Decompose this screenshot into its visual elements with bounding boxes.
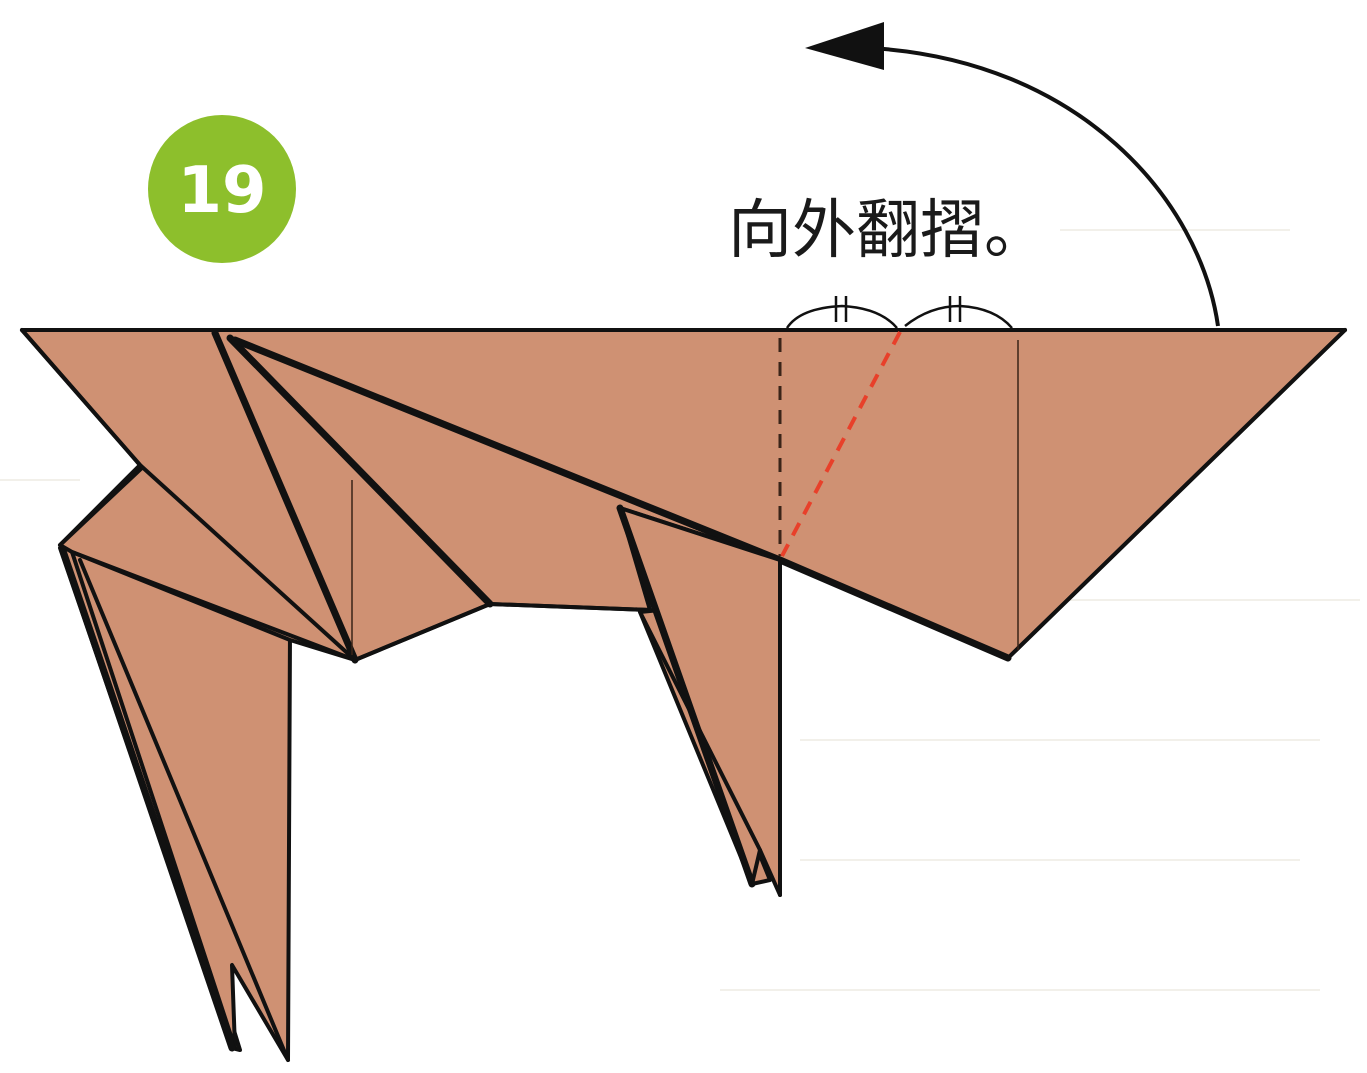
- equal-angle-icon: [785, 296, 1013, 329]
- curved-arrow-icon: [805, 22, 1220, 327]
- step-badge-circle: [148, 115, 296, 263]
- origami-model: [20, 328, 1347, 1062]
- step-number: 19: [177, 154, 266, 228]
- step-badge: 19: [148, 115, 296, 263]
- neck-fold-1: [211, 329, 359, 664]
- neck-fold-2: [226, 334, 494, 608]
- instruction-text: 向外翻摺。: [728, 194, 1048, 268]
- outside-reverse-fold-line: [780, 331, 902, 557]
